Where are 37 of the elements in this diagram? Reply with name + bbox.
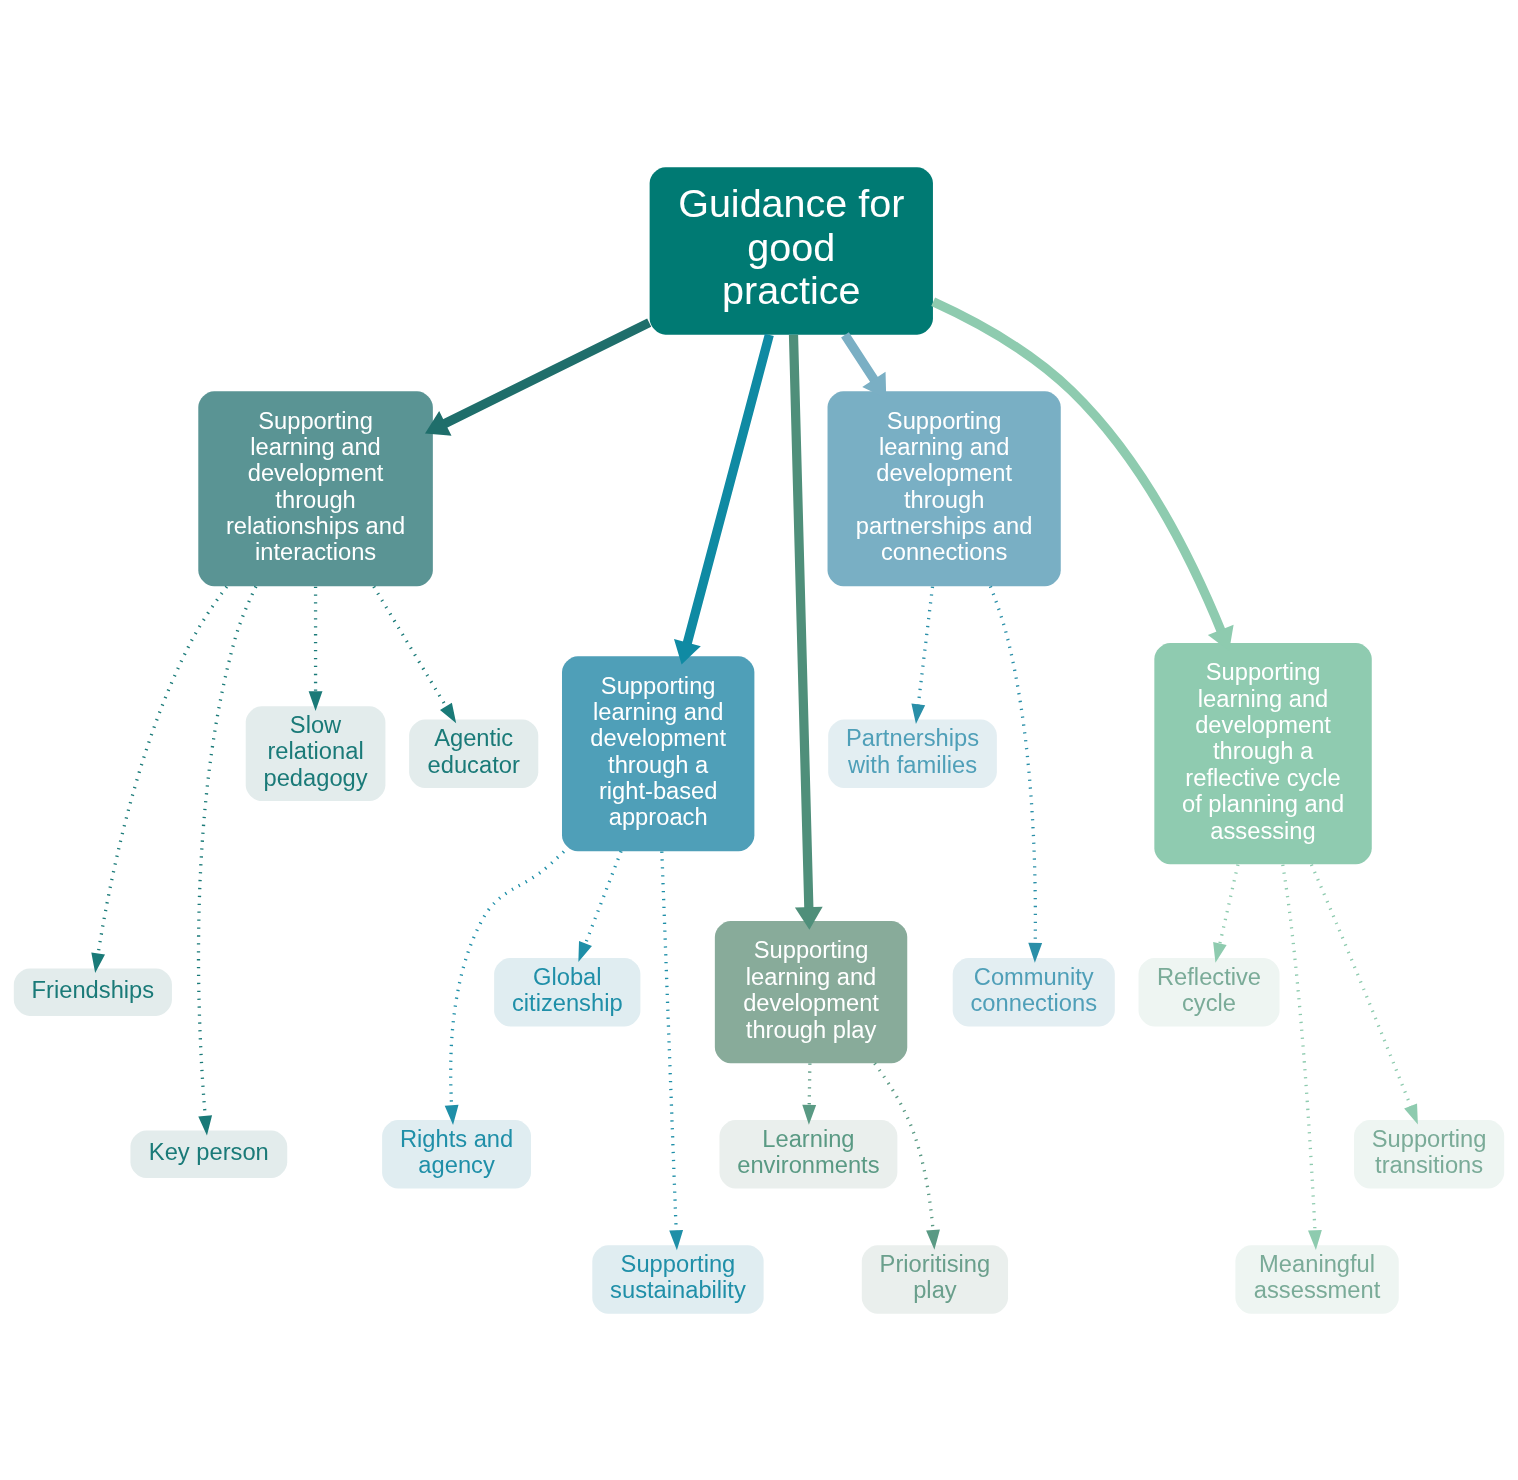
arrow	[372, 585, 457, 723]
arrow	[91, 585, 229, 973]
arrow	[873, 1062, 940, 1250]
node-box: Slow relational pedagogy	[245, 705, 386, 801]
node-box: Partnerships with families	[828, 718, 997, 788]
node-box: Supporting learning and development through a right-based approach	[562, 655, 755, 851]
arrow	[674, 333, 774, 664]
node-box: Guidance for good practice	[649, 166, 933, 335]
arrow	[911, 585, 935, 724]
node-box: Supporting learning and development through partnerships and connections	[827, 390, 1061, 586]
arrow	[1281, 863, 1322, 1250]
node-box: Supporting learning and development through play	[714, 920, 908, 1063]
node-box: Reflective cycle	[1138, 957, 1280, 1026]
node-box: Supporting sustainability	[592, 1244, 764, 1314]
node-box: Supporting learning and development through a reflective cycle of planning and assessing	[1154, 642, 1372, 864]
node-box: Supporting transitions	[1353, 1119, 1505, 1189]
node-box: Learning environments	[719, 1119, 898, 1189]
arrow	[802, 1062, 817, 1125]
arrow	[660, 851, 684, 1250]
node-box: Rights and agency	[382, 1119, 532, 1189]
node-box: Prioritising play	[861, 1244, 1009, 1314]
node-box: Community connections	[952, 957, 1115, 1026]
arrow	[444, 849, 565, 1125]
node-box: Supporting learning and development through relationships and interactions	[198, 390, 433, 586]
arrow	[1309, 863, 1418, 1124]
arrow	[988, 585, 1043, 963]
node-box: Global citizenship	[494, 957, 641, 1026]
node-box: Agentic educator	[409, 718, 539, 788]
node-box: Friendships	[13, 967, 172, 1016]
arrow	[196, 585, 258, 1135]
arrow	[1213, 863, 1240, 963]
node-box: Key person	[130, 1130, 288, 1178]
arrow	[788, 334, 823, 930]
node-box: Meaningful assessment	[1235, 1244, 1399, 1314]
arrow	[308, 586, 323, 711]
arrow	[578, 850, 623, 962]
arrow	[425, 317, 652, 436]
